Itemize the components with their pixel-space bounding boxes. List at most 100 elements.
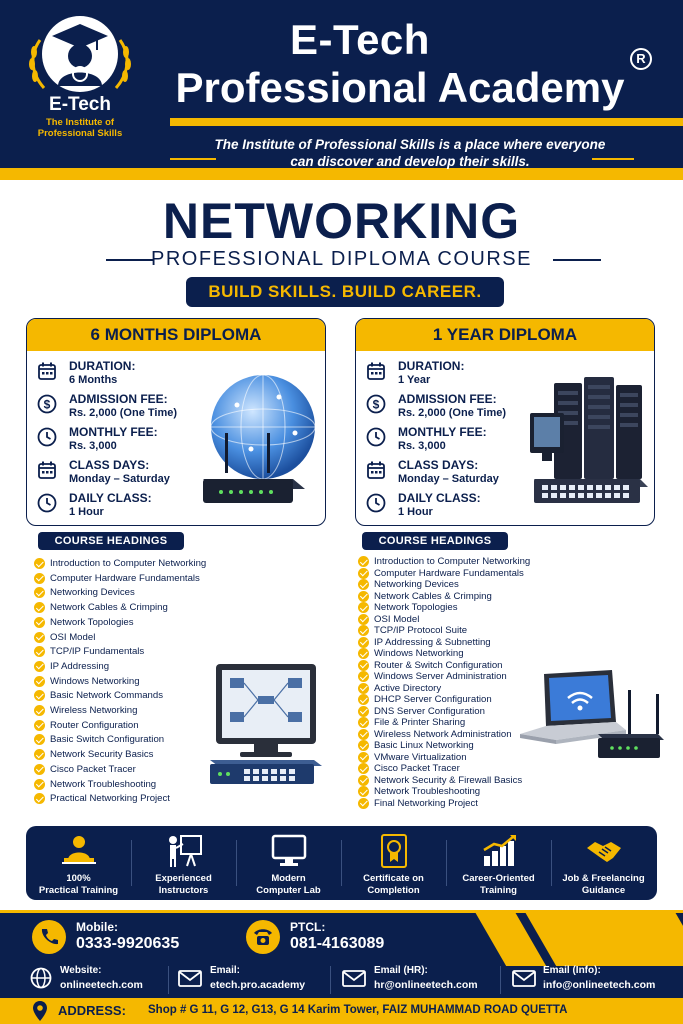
list-item: File & Printer Sharing <box>358 717 530 729</box>
list-item: Cisco Packet Tracer <box>358 763 530 775</box>
check-icon <box>358 613 369 625</box>
certificate-icon <box>381 834 407 868</box>
list-item: Final Networking Project <box>358 797 530 810</box>
check-icon <box>34 675 45 687</box>
calendar-icon <box>367 362 385 380</box>
dollar-icon: $ <box>366 394 386 414</box>
check-icon <box>358 671 369 682</box>
header-bottom-stripe <box>0 168 683 180</box>
student-laptop-icon <box>62 836 96 864</box>
feature-divider <box>236 840 237 886</box>
footer-top-line <box>0 910 683 913</box>
check-icon <box>358 556 369 567</box>
check-icon <box>358 648 369 659</box>
globe-router-illustration <box>203 374 316 503</box>
diploma-card-6-months: 6 MONTHS DIPLOMA DURATION: 6 Months $ AD… <box>26 318 326 526</box>
mobile-number[interactable]: 0333-9920635 <box>76 935 180 952</box>
check-icon <box>358 763 369 774</box>
check-icon <box>34 793 45 805</box>
list-item: IP Addressing & Subnetting <box>358 636 530 649</box>
list-item: TCP/IP Fundamentals <box>34 645 206 660</box>
feature-divider <box>446 840 447 886</box>
list-item: Network Troubleshooting <box>34 778 206 793</box>
laurel-icon <box>29 39 131 89</box>
feature-computer-lab: Modern Computer Lab <box>236 826 341 900</box>
diploma-card-title: 6 MONTHS DIPLOMA <box>27 319 325 351</box>
list-item: Networking Devices <box>34 586 206 601</box>
growth-chart-icon <box>483 835 516 866</box>
tagline-line-left <box>170 158 216 160</box>
monitor-icon <box>271 834 307 866</box>
list-item: Practical Networking Project <box>34 792 206 807</box>
address-label: ADDRESS: <box>58 1003 126 1018</box>
phone-icon-badge <box>32 920 66 954</box>
ptcl-label: PTCL: <box>290 920 326 934</box>
email-link[interactable]: etech.pro.academy <box>210 979 306 991</box>
list-item: OSI Model <box>358 613 530 626</box>
title-line1: E-Tech <box>290 16 430 63</box>
list-item: Basic Linux Networking <box>358 740 530 752</box>
instructor-board-icon <box>169 835 202 867</box>
check-icon <box>34 616 45 628</box>
check-icon <box>34 705 45 717</box>
check-icon <box>34 763 45 775</box>
list-item: VMware Virtualization <box>358 751 530 764</box>
feature-practical-training: 100% Practical Training <box>26 826 131 900</box>
list-item: Network Cables & Crimping <box>358 590 530 603</box>
list-item: DHCP Server Configuration <box>358 694 530 706</box>
check-icon <box>34 719 45 731</box>
check-icon <box>34 778 45 790</box>
email-info-link[interactable]: info@onlineetech.com <box>543 979 656 991</box>
registered-mark: R <box>630 48 652 70</box>
clock-icon <box>366 427 386 447</box>
website-link[interactable]: onlineetech.com <box>60 979 143 991</box>
calendar-icon <box>367 461 385 479</box>
address-text: Shop # G 11, G 12, G13, G 14 Karim Tower… <box>148 1004 568 1016</box>
check-icon <box>358 567 369 579</box>
check-icon <box>358 740 369 751</box>
email-hr-label: Email (HR): <box>374 965 428 976</box>
header-banner: E-Tech The Institute of Professional Ski… <box>0 0 683 180</box>
dollar-icon: $ <box>37 394 57 414</box>
list-item: Active Directory <box>358 682 530 695</box>
mobile-label: Mobile: <box>76 920 118 934</box>
calendar-icon <box>38 461 56 479</box>
tagline-line-right <box>592 158 634 160</box>
list-item: TCP/IP Protocol Suite <box>358 625 530 637</box>
list-item: Networking Devices <box>358 579 530 591</box>
list-item: Cisco Packet Tracer <box>34 763 206 778</box>
check-icon <box>358 694 369 705</box>
list-item: DNS Server Configuration <box>358 705 530 718</box>
check-icon <box>358 682 369 694</box>
ptcl-number[interactable]: 081-4163089 <box>290 935 385 952</box>
check-icon <box>34 646 45 658</box>
contact-divider <box>500 966 501 994</box>
diploma-card-title: 1 YEAR DIPLOMA <box>356 319 654 351</box>
location-pin-icon <box>33 1001 47 1021</box>
footer-accent-2 <box>523 910 683 966</box>
clock-icon <box>37 427 57 447</box>
list-item: IP Addressing <box>34 660 206 675</box>
list-item: Introduction to Computer Networking <box>34 557 206 572</box>
contact-divider <box>330 966 331 994</box>
feature-job-guidance: Job & Freelancing Guidance <box>551 826 656 900</box>
svg-text:$: $ <box>44 398 51 412</box>
check-icon <box>358 797 369 809</box>
check-icon <box>358 717 369 728</box>
check-icon <box>358 602 369 613</box>
check-icon <box>34 734 45 746</box>
list-item: Wireless Network Administration <box>358 728 530 741</box>
list-item: Introduction to Computer Networking <box>358 556 530 568</box>
email-label: Email: <box>210 965 241 976</box>
list-item: Computer Hardware Fundamentals <box>34 572 206 587</box>
phone-icon <box>41 929 58 945</box>
check-icon <box>34 690 45 702</box>
list-item: Windows Server Administration <box>358 671 530 683</box>
feature-certificate: Certificate on Completion <box>341 826 446 900</box>
check-icon <box>34 602 45 614</box>
email-hr-link[interactable]: hr@onlineetech.com <box>374 979 478 991</box>
contact-divider <box>168 966 169 994</box>
website-label: Website: <box>60 965 102 976</box>
feature-divider <box>551 840 552 886</box>
mail-icon <box>178 970 202 987</box>
